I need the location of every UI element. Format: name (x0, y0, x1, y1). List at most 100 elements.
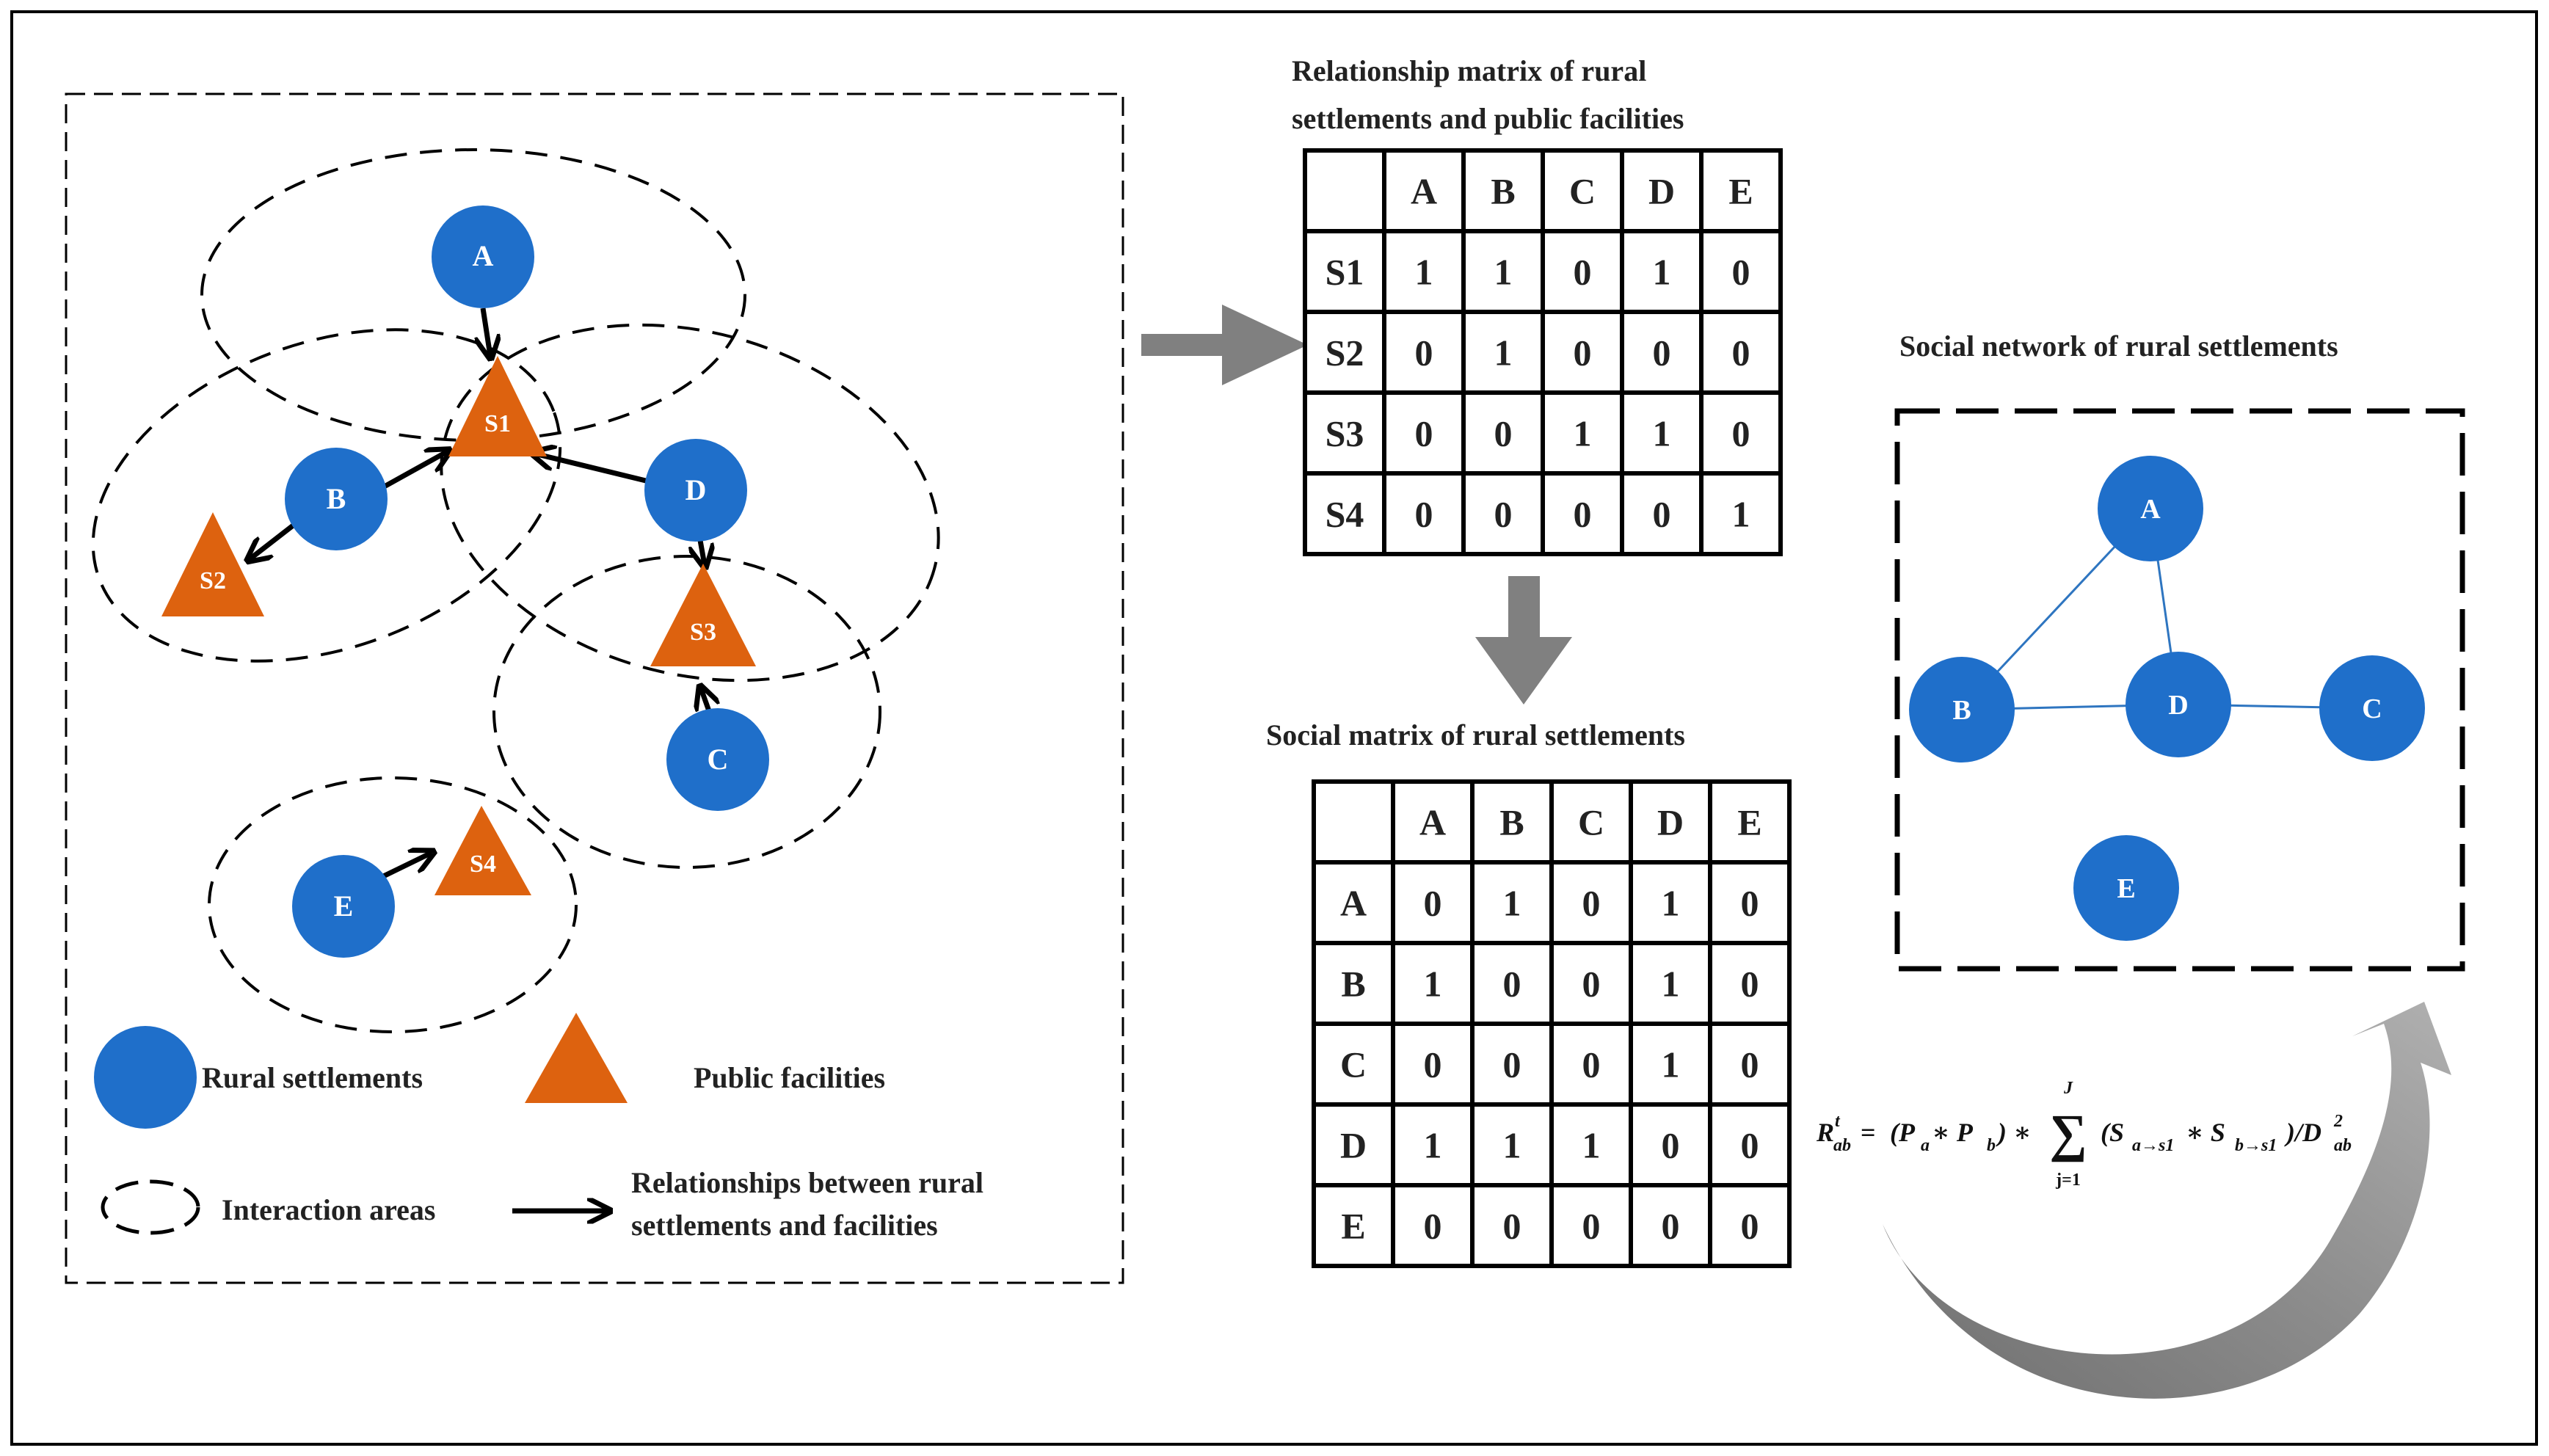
social-network-title: Social network of rural settlements (1899, 330, 2338, 363)
legend-facility-symbol (525, 1013, 628, 1103)
matrix-column-header: C (1569, 171, 1596, 212)
matrix-cell: 1 (1662, 1044, 1680, 1085)
matrix-cell: 0 (1732, 252, 1750, 293)
matrix-cell: 1 (1653, 413, 1671, 454)
facility-triangle (434, 806, 531, 895)
arrow-b-s1 (380, 451, 448, 491)
network-node-a (2098, 456, 2203, 561)
settlement-label: A (473, 239, 494, 272)
matrix-column-header: A (1419, 802, 1446, 843)
formula-pa: (P (1890, 1118, 1916, 1147)
matrix-cell: 0 (1582, 1044, 1601, 1085)
matrix-column-header: E (1728, 171, 1753, 212)
arrow-d-s1 (534, 454, 652, 485)
facility-triangle (161, 512, 264, 616)
matrix-cell: 0 (1582, 1206, 1601, 1247)
matrix-row-header: C (1340, 1044, 1367, 1085)
matrix-cell: 0 (1732, 413, 1750, 454)
matrix-row-header: B (1341, 964, 1365, 1005)
left-panel: S1 S2 S3 S4 A B (65, 92, 1124, 1284)
formula-d-sub: ab (2334, 1136, 2352, 1155)
social-matrix-title: Social matrix of rural settlements (1266, 718, 1685, 751)
matrix-cell: 0 (1494, 413, 1513, 454)
matrix-cell: 1 (1494, 332, 1513, 374)
matrix-cell: 1 (1494, 252, 1513, 293)
flow-arrow-down (1475, 576, 1572, 705)
network-node-label: D (2168, 690, 2188, 721)
formula-pb-sub: b (1987, 1136, 1996, 1155)
settlement-circle (292, 855, 395, 958)
matrix-cell: 0 (1503, 1044, 1521, 1085)
matrix-cell: 0 (1574, 332, 1592, 374)
matrix-cell: 0 (1741, 1044, 1759, 1085)
flow-arrow-right (1141, 305, 1308, 385)
interaction-area-c (492, 555, 881, 869)
matrix-cell: 1 (1415, 252, 1433, 293)
network-node-b (1909, 657, 2015, 762)
matrix-cell: 1 (1653, 252, 1671, 293)
formula-sb: ∗ S (2186, 1118, 2225, 1147)
settlement-label: E (334, 889, 354, 922)
facility-s2: S2 (161, 512, 264, 616)
matrix-cell: 0 (1424, 1206, 1442, 1247)
settlement-circle (644, 439, 747, 542)
facility-s4: S4 (434, 806, 531, 895)
formula-d-sup: 2 (2333, 1112, 2343, 1131)
settlement-circle (666, 708, 769, 811)
matrix-cell: 0 (1582, 964, 1601, 1005)
formula-sa-sub: a→s1 (2132, 1136, 2174, 1155)
matrix-row-header: A (1340, 883, 1367, 924)
formula-sb-sub: b→s1 (2235, 1136, 2277, 1155)
matrix-cell: 1 (1582, 1125, 1601, 1166)
matrix-cell: 0 (1741, 1125, 1759, 1166)
matrix-column-header: B (1499, 802, 1524, 843)
arrow-a-s1 (483, 307, 490, 356)
settlement-d: D (644, 439, 747, 542)
interaction-area-d (440, 323, 940, 682)
matrix-cell: 0 (1424, 1044, 1442, 1085)
matrix-cell: 1 (1503, 1125, 1521, 1166)
formula-d: )/D (2284, 1118, 2321, 1147)
settlement-circle (432, 205, 534, 308)
matrix-cell: 1 (1424, 964, 1442, 1005)
legend-settlement-symbol (94, 1026, 197, 1129)
matrix-cell: 1 (1732, 494, 1750, 535)
relationship-matrix-section: Relationship matrix of rural settlements… (1292, 54, 1783, 556)
settlement-c: C (666, 708, 769, 811)
settlements: A B D C E (285, 205, 769, 958)
matrix-cell: 0 (1574, 252, 1592, 293)
formula-sigma: ∑ (2049, 1104, 2087, 1162)
settlement-b: B (285, 448, 388, 550)
matrix-cell: 0 (1741, 883, 1759, 924)
facility-s1: S1 (448, 356, 547, 456)
legend: Rural settlements Public facilities Inte… (94, 1013, 983, 1242)
formula-close: ) ∗ (1996, 1118, 2032, 1147)
settlement-e: E (292, 855, 395, 958)
interaction-area-e (208, 776, 578, 1033)
network-node-e (2073, 835, 2179, 941)
settlement-circle (285, 448, 388, 550)
left-panel-frame (65, 92, 1124, 1284)
network-node-d (2126, 652, 2231, 757)
legend-area-label: Interaction areas (222, 1193, 435, 1226)
matrix-row-header: S2 (1326, 332, 1364, 374)
network-node-label: E (2117, 873, 2135, 904)
matrix-row-header: S1 (1326, 252, 1364, 293)
matrix-column-header: D (1648, 171, 1675, 212)
formula-r-sub: ab (1833, 1136, 1851, 1155)
matrix-cell: 0 (1653, 494, 1671, 535)
matrix-cell: 1 (1662, 883, 1680, 924)
matrix-column-header: B (1491, 171, 1515, 212)
matrix-cell: 0 (1574, 494, 1592, 535)
matrix-cell: 0 (1503, 964, 1521, 1005)
facility-triangle (448, 356, 547, 456)
facility-label: S2 (200, 567, 226, 594)
formula-sa: (S (2101, 1118, 2124, 1147)
matrix-row-header: S3 (1326, 413, 1364, 454)
settlement-a: A (432, 205, 534, 308)
